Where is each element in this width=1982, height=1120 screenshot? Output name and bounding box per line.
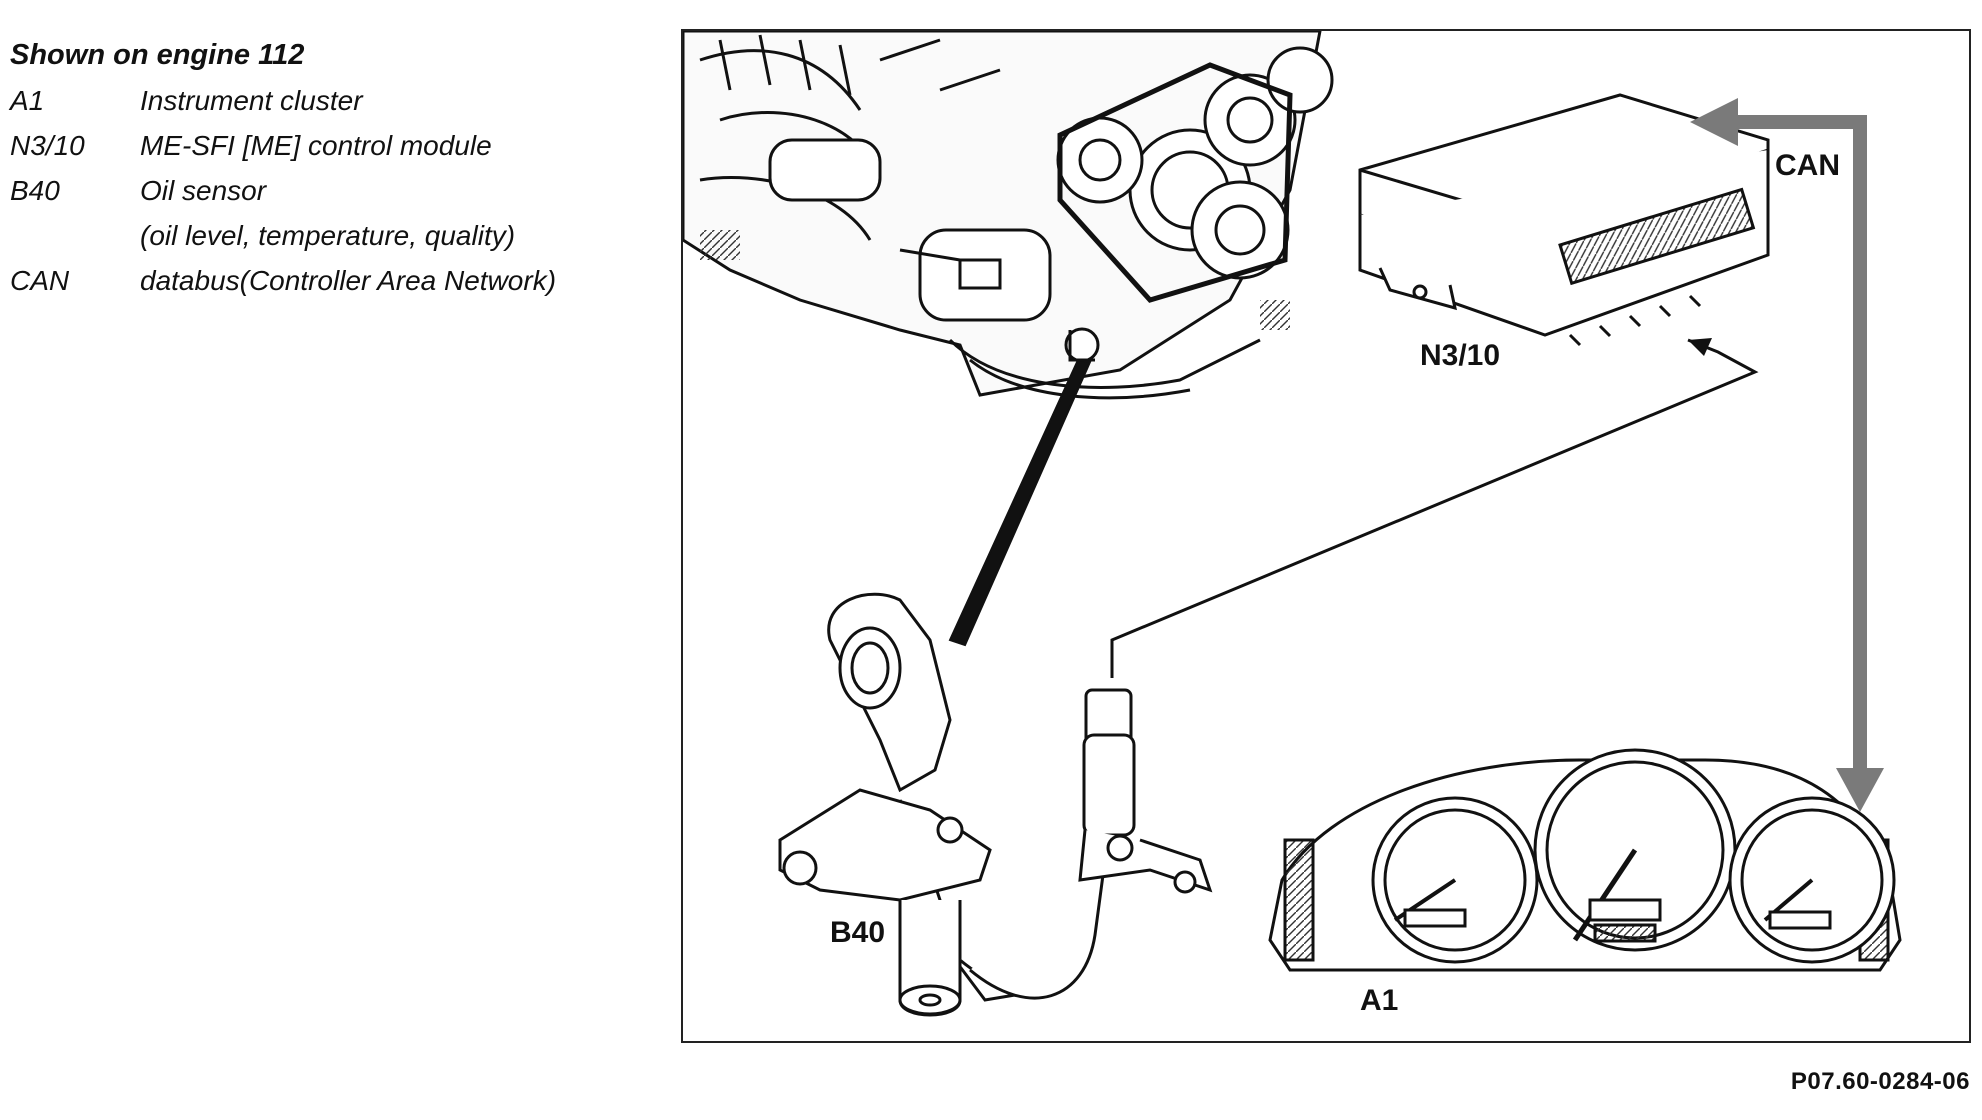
engine-illustration <box>683 31 1334 400</box>
legend-item-n3-10: N3/10 ME-SFI [ME] control module <box>10 123 556 168</box>
oil-sensor-illustration <box>778 592 1213 1017</box>
can-databus-arrow <box>1690 98 1884 812</box>
legend-description: Instrument cluster <box>140 85 363 116</box>
legend-description: (oil level, temperature, quality) <box>140 220 516 251</box>
legend-code: CAN <box>10 265 70 296</box>
diagram-frame <box>681 29 1971 1043</box>
legend-code: N3/10 <box>10 130 85 161</box>
figure-id: P07.60-0284-06 <box>1790 1068 1970 1095</box>
signal-wire <box>1110 338 1759 678</box>
legend-description: Oil sensor <box>140 175 267 206</box>
instrument-cluster-illustration <box>1268 748 1902 972</box>
legend-item-can: CAN databus(Controller Area Network) <box>10 258 556 303</box>
legend-description: databus(Controller Area Network) <box>140 265 557 296</box>
legend-item-b40: B40 Oil sensor <box>10 168 556 213</box>
control-module-illustration <box>1358 93 1770 347</box>
callout-control-module: N3/10 <box>1420 339 1500 372</box>
legend: Shown on engine 112 A1 Instrument cluste… <box>10 38 556 303</box>
legend-title: Shown on engine 112 <box>10 39 305 71</box>
legend-code: A1 <box>10 85 45 116</box>
callout-can: CAN <box>1775 149 1840 182</box>
sensor-location-leader <box>948 358 1092 647</box>
callout-instrument-cluster: A1 <box>1360 984 1398 1017</box>
legend-item-b40-detail: (oil level, temperature, quality) <box>10 213 556 258</box>
legend-item-a1: A1 Instrument cluster <box>10 78 556 123</box>
legend-description: ME-SFI [ME] control module <box>140 130 492 161</box>
callout-oil-sensor: B40 <box>830 916 885 949</box>
legend-code: B40 <box>10 175 60 206</box>
